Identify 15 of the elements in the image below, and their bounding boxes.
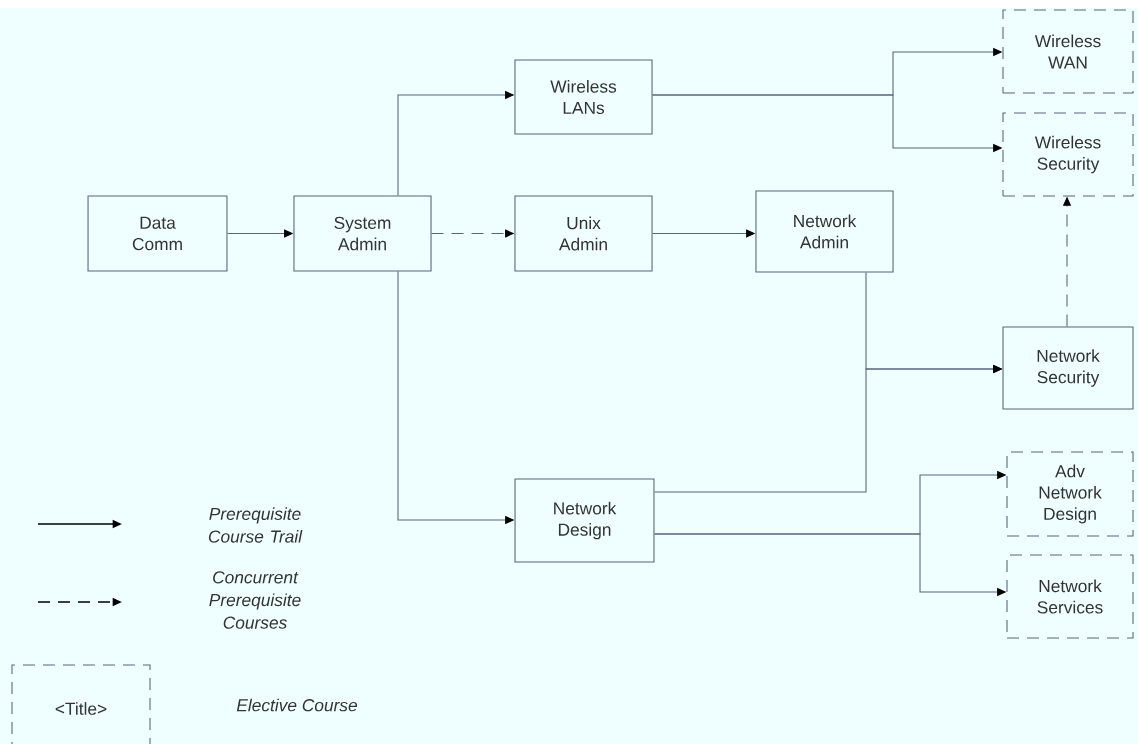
elective-course-box: Wireless Security [1002, 112, 1134, 197]
legend-box: <Title> [11, 664, 151, 744]
course-box: System Admin [293, 195, 432, 272]
course-box: Wireless LANs [514, 59, 653, 135]
course-box: Data Comm [87, 195, 228, 272]
elective-course-box: Adv Network Design [1006, 451, 1134, 537]
course-box: Network Design [514, 478, 655, 563]
course-box: Network Admin [755, 190, 894, 273]
elective-course-box: Network Services [1006, 554, 1134, 639]
course-box: Network Security [1002, 326, 1134, 410]
elective-course-box: Wireless WAN [1002, 9, 1134, 94]
legend-text: Elective Course [236, 698, 357, 712]
legend-text: Prerequisite Course Trail [208, 507, 303, 543]
legend-text: Concurrent Prerequisite Courses [209, 571, 301, 629]
course-box: Unix Admin [514, 195, 653, 272]
